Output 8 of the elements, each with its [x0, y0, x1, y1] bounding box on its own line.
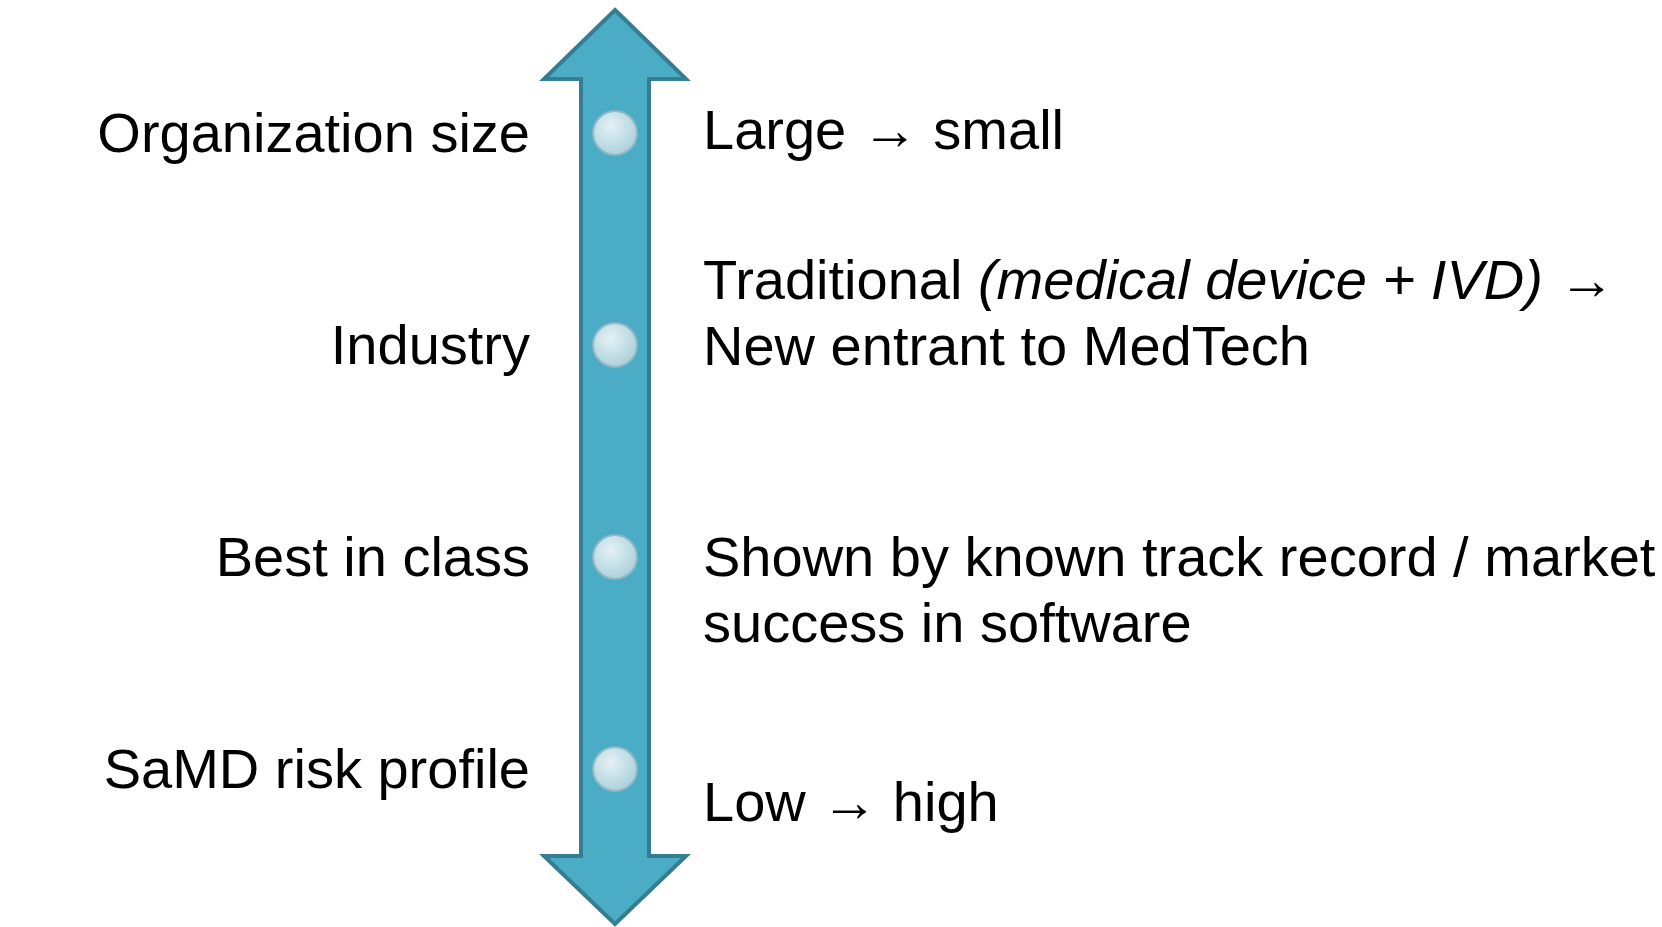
- axis-label: Best in class: [215, 524, 530, 590]
- scale-description: Low → high: [703, 769, 1000, 835]
- axis-label: Organization size: [97, 100, 530, 166]
- axis-label: Industry: [330, 312, 530, 378]
- scale-description: Traditional (medical device + IVD) → New entrant to MedTech: [703, 247, 1616, 380]
- axis-label: SaMD risk profile: [103, 736, 530, 802]
- scale-description: Shown by known track record / market success in software: [703, 524, 1657, 657]
- scale-description: Large → small: [703, 97, 1066, 163]
